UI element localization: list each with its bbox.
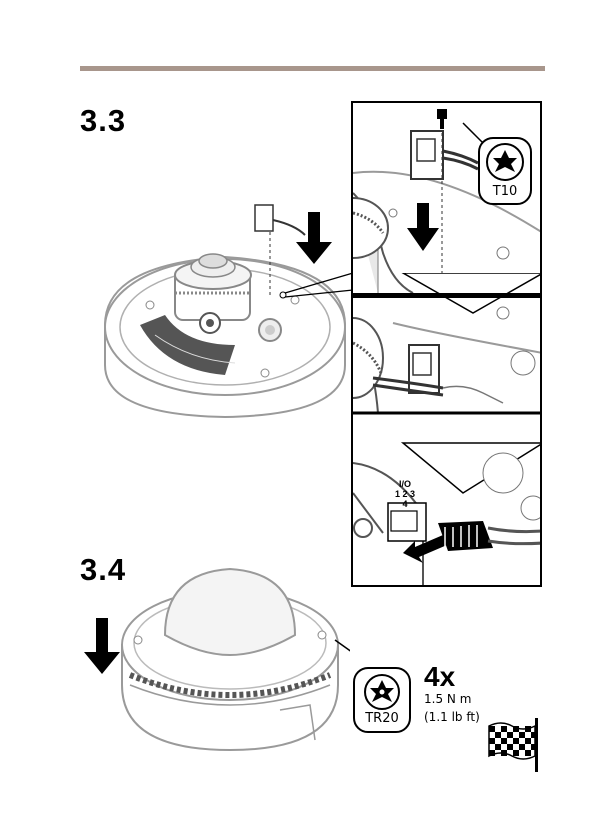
torque-imperial: (1.1 lb ft) (424, 710, 480, 724)
t10-bit-label: T10 (487, 184, 523, 199)
torque-metric: 1.5 N m (424, 692, 471, 706)
step-number-3-3: 3.3 (80, 103, 126, 139)
tr20-bit-label: TR20 (360, 711, 404, 726)
io-connector-label: I/O 1 2 3 4 (393, 479, 417, 509)
dome-cover-illustration (110, 555, 350, 755)
detail-panel: T10 I/O 1 2 3 4 (351, 101, 542, 587)
detail-bottom-illustration (353, 433, 542, 587)
io-pins: 1 2 3 4 (395, 489, 415, 509)
down-arrow-icon (296, 212, 332, 264)
cover-down-arrow-icon (84, 618, 120, 674)
screw-quantity: 4x (424, 661, 455, 693)
io-title: I/O (399, 479, 411, 489)
checkered-flag-icon (487, 716, 543, 772)
header-rule (80, 66, 545, 71)
detail-middle-illustration (353, 273, 542, 443)
